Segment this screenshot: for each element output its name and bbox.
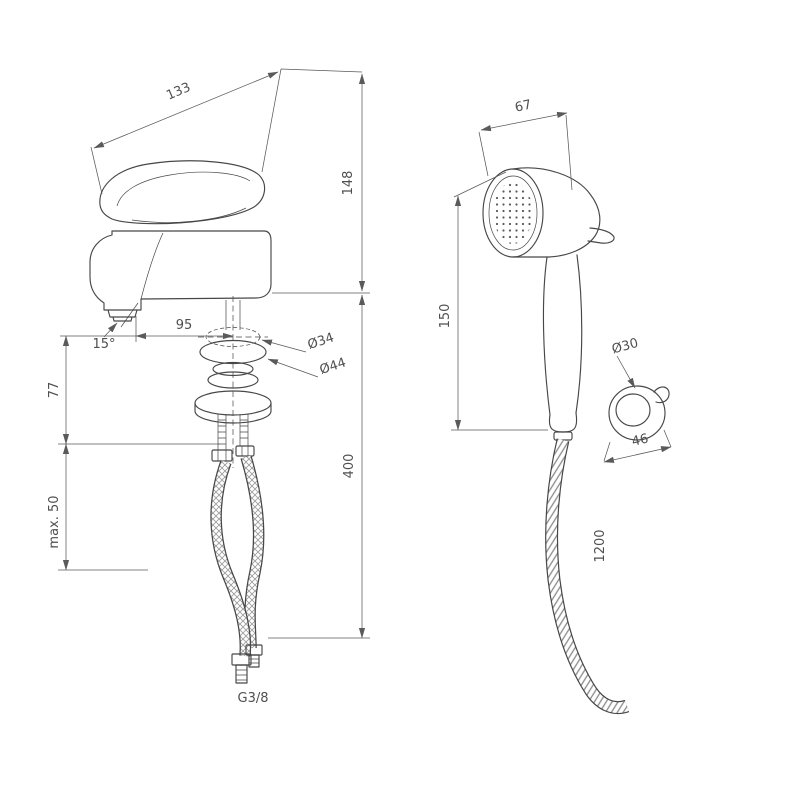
dim-label-holder-dia: Ø30 xyxy=(610,336,640,357)
holder-inner-ring xyxy=(615,393,651,427)
sprayer-handle-cap xyxy=(548,412,578,433)
dimension-length-150: 150 xyxy=(438,171,548,431)
dim-label-holder-depth: 46 xyxy=(630,431,649,449)
tail-shank xyxy=(225,300,241,330)
faucet-dimensions: 133 148 95 15° Ø34 Ø44 77 xyxy=(47,68,370,706)
spout-joint-line xyxy=(140,232,164,300)
sprayer-handle xyxy=(542,254,583,416)
nut-left xyxy=(211,449,233,462)
holder-tab xyxy=(653,386,670,404)
handshower-drawing xyxy=(482,167,670,715)
handle-lever xyxy=(99,160,266,225)
hose-left-thread-ticks xyxy=(236,669,247,681)
hose-right-braid xyxy=(241,455,264,649)
dim-label-clearance: 77 xyxy=(47,382,62,399)
dimension-holder-46: 46 xyxy=(603,429,672,463)
nut-right xyxy=(235,445,255,457)
handle-lever-top-face xyxy=(116,171,251,207)
dimension-base-dia-44: Ø44 xyxy=(267,355,348,378)
handshower-dimensions: 67 150 Ø30 46 1200 xyxy=(438,98,672,563)
sprayer-face-rim xyxy=(488,175,538,251)
dimension-deck-max50: max. 50 xyxy=(47,443,148,571)
dimension-clearance-77: 77 xyxy=(47,335,220,445)
hose-left-braid xyxy=(211,460,250,657)
dim-label-width: 133 xyxy=(164,80,193,104)
shower-hose-outline xyxy=(545,438,630,715)
hose-left-thread xyxy=(235,664,248,684)
washer-small xyxy=(212,361,254,377)
mounting-plate-side xyxy=(194,402,272,412)
dimension-holder-dia-30: Ø30 xyxy=(610,336,640,389)
holder-outer-ring xyxy=(608,385,666,441)
gasket-ring xyxy=(199,339,267,365)
dimension-height-148: 148 xyxy=(272,73,370,294)
nut-right-facets xyxy=(241,446,249,456)
dim-label-hose: 400 xyxy=(342,454,357,479)
mounting-hardware xyxy=(194,327,272,462)
spout-angle-face xyxy=(120,302,139,328)
aerator xyxy=(107,309,138,322)
stud-right xyxy=(239,414,249,446)
dim-label-deck: max. 50 xyxy=(47,495,62,548)
sprayer-head-body xyxy=(512,167,601,258)
dim-label-spout-reach: 95 xyxy=(176,318,193,333)
sprayer-trigger xyxy=(587,227,615,244)
dim-label-angle: 15° xyxy=(92,337,115,352)
thread-label: G3/8 xyxy=(238,691,269,706)
nut-left-facets xyxy=(217,450,227,461)
dimension-angle-15: 15° xyxy=(92,322,118,352)
dim-label-base-dia: Ø44 xyxy=(318,355,348,378)
dimension-spout-reach-95: 95 xyxy=(60,316,234,342)
faucet-drawing xyxy=(89,160,272,684)
shower-holder xyxy=(608,385,670,441)
dim-label-shower-hose: 1200 xyxy=(593,529,608,562)
washer-large xyxy=(207,371,259,389)
dim-label-height: 148 xyxy=(341,171,356,196)
dim-label-head-width: 67 xyxy=(514,98,533,116)
shower-hose-coil xyxy=(546,438,629,713)
sprayer-nozzle-dots xyxy=(493,182,533,244)
dimension-hole-dia-34: Ø34 xyxy=(261,330,336,353)
faucet-body xyxy=(89,230,272,311)
handle-lever-lower-line xyxy=(131,207,247,223)
supply-hoses xyxy=(210,455,265,684)
dim-label-hole-dia: Ø34 xyxy=(306,330,336,353)
hose-right-thread xyxy=(248,654,260,668)
dimension-hose-400: 400 xyxy=(268,294,370,639)
dimension-head-67: 67 xyxy=(478,98,573,191)
stud-left xyxy=(217,414,227,450)
dim-label-length: 150 xyxy=(438,304,453,329)
mounting-plate-bottom xyxy=(194,410,272,424)
dimension-width-133: 133 xyxy=(90,68,363,195)
